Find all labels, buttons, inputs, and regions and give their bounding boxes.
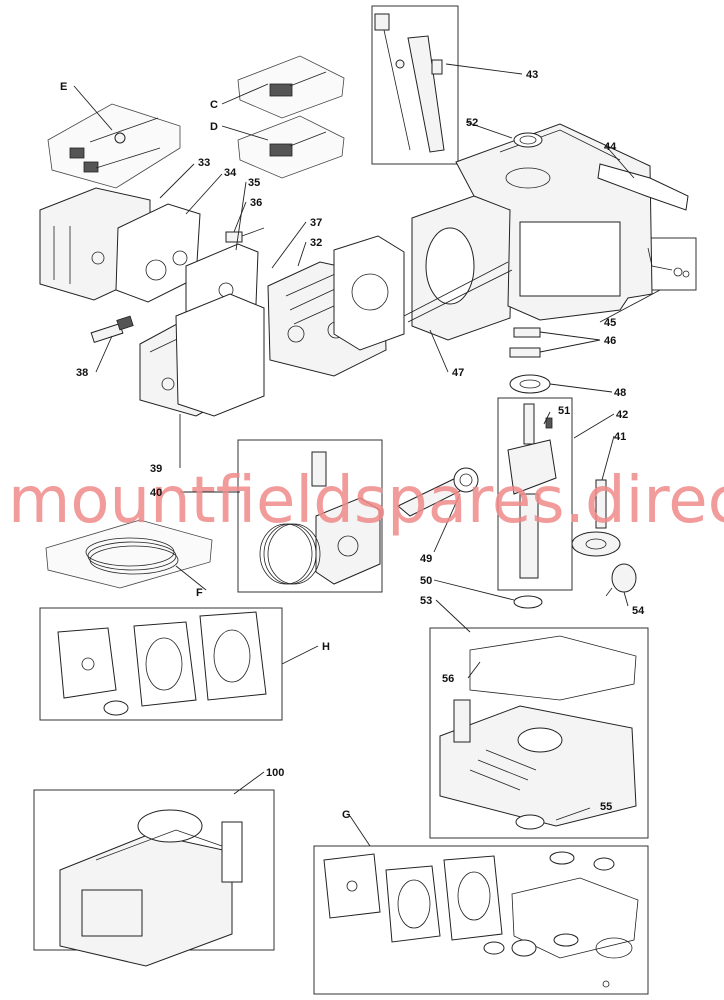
complete-engine — [59, 809, 243, 967]
dipstick-box — [371, 5, 459, 165]
main-bearing — [509, 374, 551, 394]
camshaft-gear — [571, 479, 621, 557]
label-49: 49 — [420, 553, 432, 565]
rocker-cover — [139, 293, 265, 417]
oil-seal-52 — [513, 132, 543, 148]
connecting-rod-piston-box — [237, 439, 383, 593]
label-48: 48 — [614, 387, 626, 399]
label-42: 42 — [616, 409, 628, 421]
watermark-text: mountfieldspares.direct — [8, 464, 724, 538]
label-32: 32 — [310, 237, 322, 249]
crankshaft — [507, 403, 557, 579]
bolt-36 — [225, 227, 265, 243]
crankshaft-box — [497, 397, 573, 591]
label-52: 52 — [466, 117, 478, 129]
label-h: H — [322, 641, 330, 653]
label-f: F — [196, 587, 203, 599]
gasket-kit-h-parts — [57, 611, 267, 716]
label-38: 38 — [76, 367, 88, 379]
label-56: 56 — [442, 673, 454, 685]
washer-50 — [513, 595, 543, 609]
oil-seal-55 — [515, 814, 545, 830]
piston-rings — [259, 523, 321, 585]
label-36: 36 — [250, 197, 262, 209]
label-g: G — [342, 809, 351, 821]
label-43: 43 — [526, 69, 538, 81]
piston — [311, 451, 381, 585]
gasket-kit-g-parts — [323, 851, 639, 988]
label-55: 55 — [600, 801, 612, 813]
sump-gasket — [469, 635, 637, 701]
governor-gear-54 — [605, 563, 637, 597]
label-40: 40 — [150, 487, 162, 499]
label-35: 35 — [248, 177, 260, 189]
label-e: E — [60, 81, 67, 93]
label-53: 53 — [420, 595, 432, 607]
label-d: D — [210, 121, 218, 133]
label-44: 44 — [604, 141, 617, 153]
sump-box — [429, 627, 649, 839]
label-c: C — [210, 99, 218, 111]
label-54: 54 — [632, 605, 645, 617]
label-51: 51 — [558, 405, 570, 417]
valve-keeper-bag-e — [47, 103, 181, 189]
dowel-pins-46 — [509, 327, 541, 358]
label-37: 37 — [310, 217, 322, 229]
label-100: 100 — [266, 767, 284, 779]
label-46: 46 — [604, 335, 616, 347]
label-41: 41 — [614, 431, 626, 443]
label-33: 33 — [198, 157, 210, 169]
label-39: 39 — [150, 463, 162, 475]
dipstick-part — [374, 13, 445, 153]
valve-bag-c — [237, 55, 345, 119]
piston-ring-bag-f — [45, 519, 213, 589]
label-47: 47 — [452, 367, 464, 379]
leader-lines — [73, 63, 661, 847]
valve-bag-d — [237, 115, 345, 179]
connecting-rod — [397, 467, 479, 517]
sump — [439, 699, 637, 827]
label-50: 50 — [420, 575, 432, 587]
cylinder-head — [267, 235, 405, 377]
spark-plug — [90, 315, 134, 344]
label-45: 45 — [604, 317, 616, 329]
label-34: 34 — [224, 167, 237, 179]
callout-labels: E C D 33 34 35 36 37 32 38 39 40 F H 100… — [60, 69, 645, 821]
breather-tube-44 — [597, 163, 689, 211]
governor-arm — [647, 247, 690, 278]
gasket-kit-g-box — [313, 845, 649, 995]
